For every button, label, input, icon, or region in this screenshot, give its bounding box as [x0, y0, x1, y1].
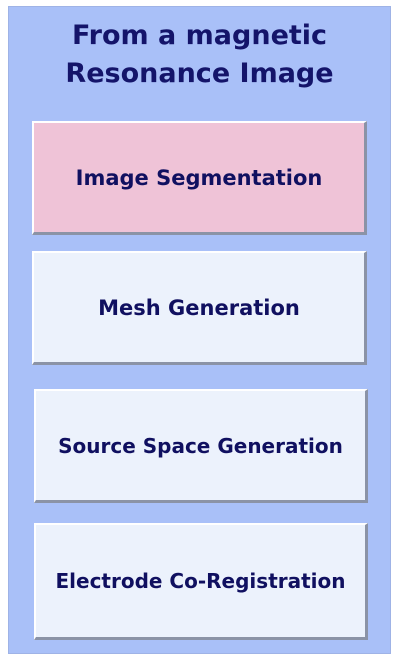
- source-space-generation-button[interactable]: Source Space Generation: [34, 389, 368, 503]
- source-space-generation-label: Source Space Generation: [58, 433, 343, 458]
- panel-title-line1: From a magnetic: [71, 20, 328, 51]
- panel-title: From a magnetic Resonance Image: [9, 17, 390, 93]
- mesh-generation-label: Mesh Generation: [98, 295, 300, 320]
- mesh-generation-button[interactable]: Mesh Generation: [32, 251, 367, 365]
- panel-title-line2: Resonance Image: [65, 58, 334, 89]
- image-segmentation-label: Image Segmentation: [75, 165, 323, 190]
- electrode-co-registration-button[interactable]: Electrode Co-Registration: [34, 523, 368, 640]
- electrode-co-registration-label: Electrode Co-Registration: [55, 569, 346, 593]
- pipeline-panel: From a magnetic Resonance Image Image Se…: [8, 6, 391, 654]
- image-segmentation-button[interactable]: Image Segmentation: [32, 121, 367, 235]
